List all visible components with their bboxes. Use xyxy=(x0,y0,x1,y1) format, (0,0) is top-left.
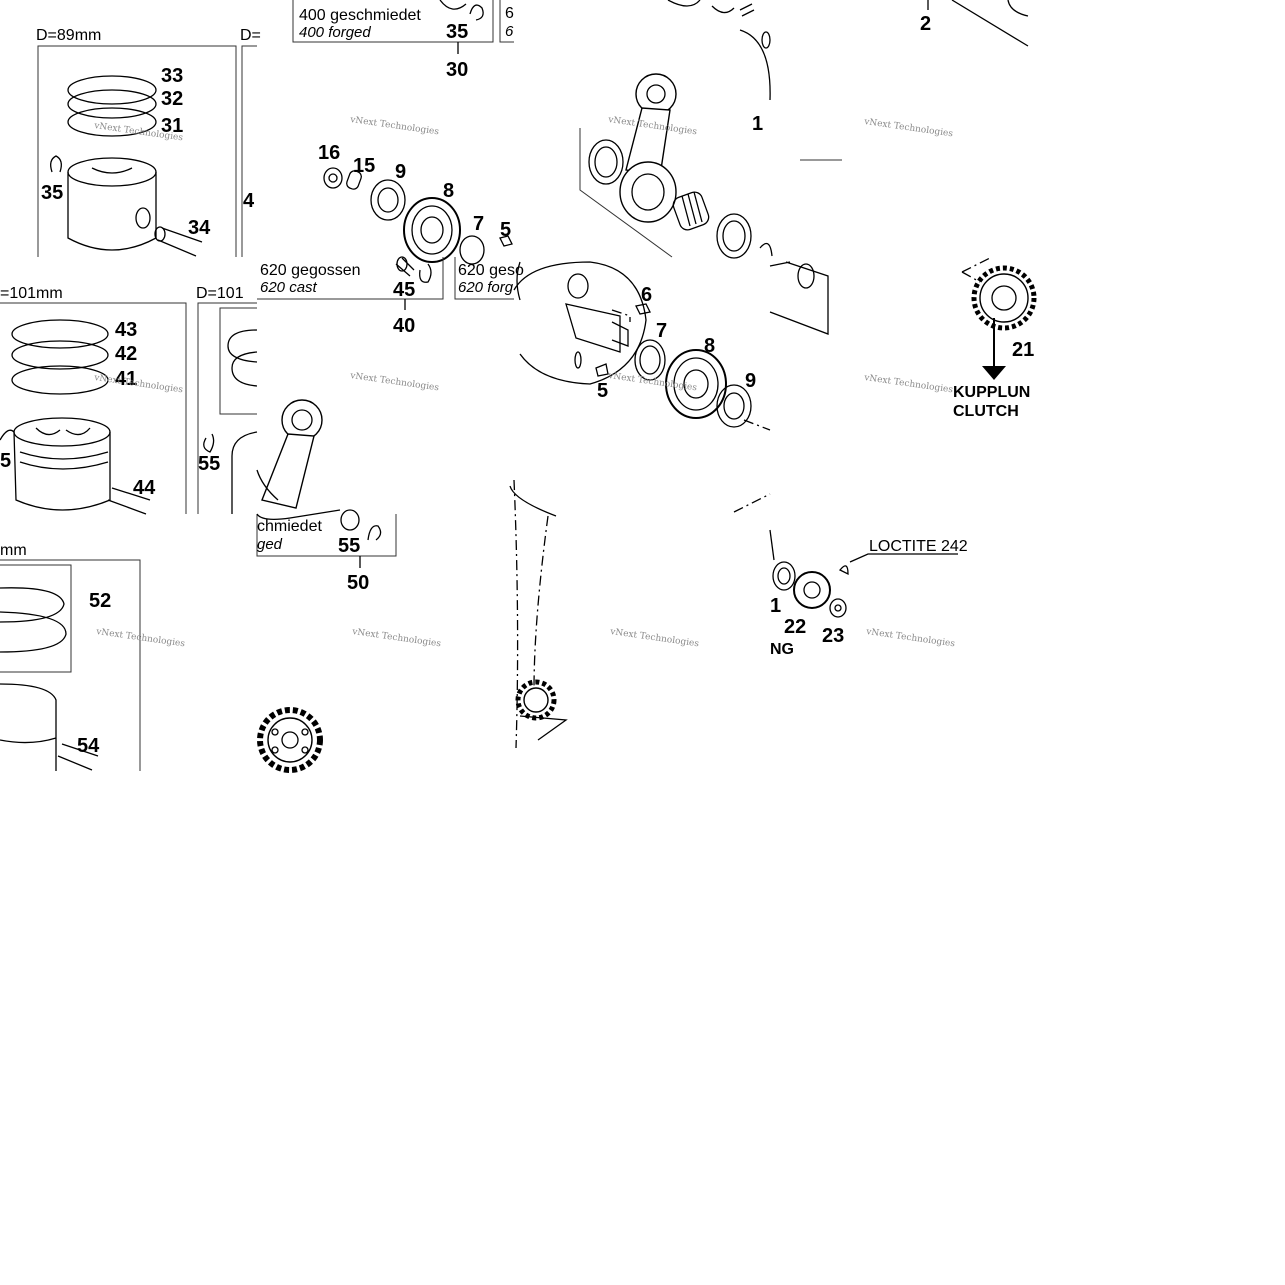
part-number-52: 52 xyxy=(89,590,111,612)
part-number-31: 31 xyxy=(161,115,183,137)
crank-side-group: 6 7 8 9 5 xyxy=(513,261,771,431)
label-cut-6a: 6 xyxy=(505,5,514,22)
label-clutch-de: KUPPLUN xyxy=(953,384,1030,401)
part-number-34: 34 xyxy=(188,217,211,239)
part-number-8a: 8 xyxy=(443,180,454,202)
clutch-gear-group: 21 KUPPLUN CLUTCH xyxy=(769,257,1037,420)
crank-bearing-group: 400 geschmiedet 400 forged 6 6 35 30 16 … xyxy=(292,0,514,265)
label-620-cast-en-left: 620 cast xyxy=(260,279,318,296)
watermark: vNext Technologies xyxy=(349,371,440,394)
part-number-30: 30 xyxy=(446,59,468,81)
part-number-55a: 55 xyxy=(198,453,220,475)
label-620-cast-de-left: 620 gegossen xyxy=(260,262,361,279)
part-number-44: 44 xyxy=(133,477,156,499)
watermark-layer: vNext Technologies vNext Technologies vN… xyxy=(93,115,956,650)
part-number-43: 43 xyxy=(115,319,137,341)
part-number-6: 6 xyxy=(641,284,652,306)
part-number-5a: 5 xyxy=(500,219,511,241)
part-number-21b: 1 xyxy=(770,595,781,617)
part-number-22: 22 xyxy=(784,616,806,638)
conrod-cast-group: 620 gegossen 620 cast 620 geso 620 forg … xyxy=(256,256,524,509)
conrod-forged-group: chmiedet ged 55 50 xyxy=(256,509,397,773)
part-number-7b: 7 xyxy=(656,320,667,342)
label-620-cast-en-right: 620 forg xyxy=(458,279,514,296)
diameter-label-101-mid: D=101 xyxy=(196,285,244,302)
label-400-forged-en: 400 forged xyxy=(299,24,371,41)
part-number-1: 1 xyxy=(752,113,763,135)
part-number-23: 23 xyxy=(822,625,844,647)
label-620-cast-de-right: 620 geso xyxy=(458,262,524,279)
diameter-label-101-left: =101mm xyxy=(0,285,63,302)
label-forged-cut-en: ged xyxy=(257,536,283,553)
part-number-15: 15 xyxy=(353,155,375,177)
part-number-35b: 35 xyxy=(446,21,468,43)
part-number-21a: 21 xyxy=(1012,339,1034,361)
part-number-35a: 35 xyxy=(41,182,63,204)
label-cut-6b: 6 xyxy=(505,23,514,40)
part-number-40: 40 xyxy=(393,315,415,337)
timing-chain-group xyxy=(509,479,771,749)
part-number-33: 33 xyxy=(161,65,183,87)
part-number-41: 41 xyxy=(115,368,137,390)
part-number-5b: 5 xyxy=(597,380,608,402)
part-number-55b: 55 xyxy=(338,535,360,557)
right-top-group: 2 xyxy=(800,0,1029,161)
part-number-42: 42 xyxy=(115,343,137,365)
watermark: vNext Technologies xyxy=(863,373,954,396)
label-cut-ng: NG xyxy=(770,641,794,658)
part-number-7a: 7 xyxy=(473,213,484,235)
diameter-label-89: D=89mm xyxy=(36,27,101,44)
label-loctite: LOCTITE 242 xyxy=(869,538,968,555)
watermark: vNext Technologies xyxy=(349,115,440,138)
watermark: vNext Technologies xyxy=(863,117,954,140)
watermark: vNext Technologies xyxy=(93,373,184,396)
part-number-50: 50 xyxy=(347,572,369,594)
part-number-32: 32 xyxy=(161,88,183,110)
label-forged-cut-de: chmiedet xyxy=(257,518,322,535)
part-number-2: 2 xyxy=(920,13,931,35)
part-number-45a: 45 xyxy=(393,279,415,301)
label-clutch-en: CLUTCH xyxy=(953,403,1019,420)
piston-group-89: D=89mm 33 32 31 35 34 D= 4 xyxy=(36,27,261,257)
diameter-label-cut-bottom: mm xyxy=(0,542,27,559)
part-number-8b: 8 xyxy=(704,335,715,357)
piston-group-101: =101mm 43 42 41 5 44 D=101 55 xyxy=(0,285,258,515)
fastener-group: LOCTITE 242 1 22 23 NG xyxy=(769,529,968,658)
watermark: vNext Technologies xyxy=(351,627,442,650)
part-number-9a: 9 xyxy=(395,161,406,183)
piston-group-bottom: mm 52 54 xyxy=(0,542,141,771)
part-number-45c: 5 xyxy=(0,450,11,472)
crankshaft-group: 1 xyxy=(579,0,773,259)
diameter-label-cut: D= xyxy=(240,27,261,44)
part-number-9b: 9 xyxy=(745,370,756,392)
part-number-54: 54 xyxy=(77,735,100,757)
part-number-16: 16 xyxy=(318,142,340,164)
gear-icon xyxy=(971,265,1037,331)
sprocket-icon xyxy=(257,707,323,773)
label-400-forged-de: 400 geschmiedet xyxy=(299,7,421,24)
watermark: vNext Technologies xyxy=(609,627,700,650)
watermark: vNext Technologies xyxy=(865,627,956,650)
part-number-45b: 4 xyxy=(243,190,255,212)
